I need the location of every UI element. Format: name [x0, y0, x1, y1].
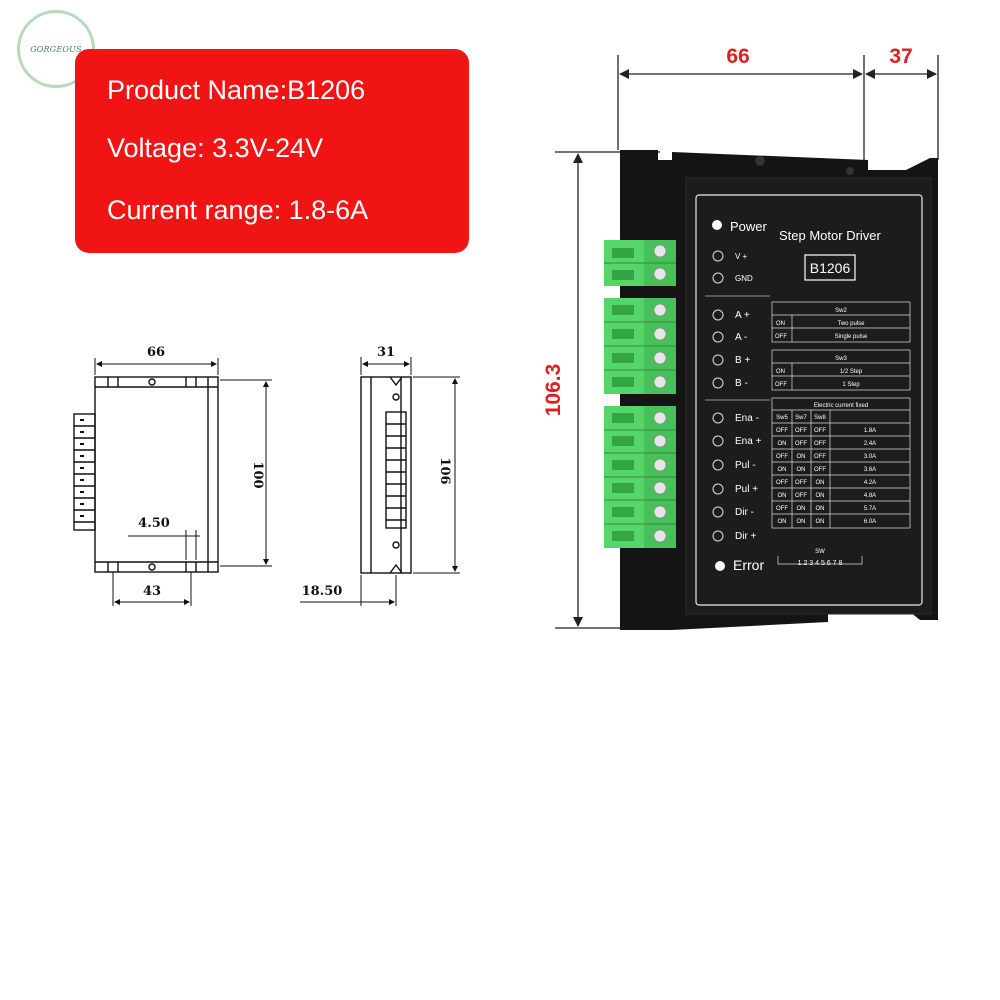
- terminal-labels: V + GND A + A - B + B - Ena - Ena + Pul …: [705, 250, 770, 542]
- current-cell: ON: [797, 467, 806, 473]
- current-cell: OFF: [814, 428, 826, 434]
- current-cell: ON: [778, 467, 787, 473]
- current-cell: OFF: [795, 441, 807, 447]
- current-cell: OFF: [814, 441, 826, 447]
- voltage-spec: Voltage: 3.3V-24V: [107, 133, 324, 163]
- device-title: Step Motor Driver: [779, 228, 882, 243]
- dim-device-width: 66: [726, 45, 749, 68]
- current-cell: 2.4A: [864, 441, 876, 447]
- switch-table-sw3: [771, 349, 911, 391]
- current-cell: OFF: [776, 480, 788, 486]
- terminal-block-signal: [604, 406, 676, 548]
- terminal-label: Dir -: [735, 507, 754, 518]
- switch-table-sw2: [771, 301, 911, 343]
- sw3-cell: 1 Step: [842, 382, 860, 388]
- dim-front-width: 66: [147, 345, 165, 360]
- current-cell: ON: [816, 519, 825, 525]
- error-led-icon: [715, 561, 725, 571]
- current-col-header: Sw7: [795, 415, 807, 421]
- front-view-drawing: [73, 358, 272, 606]
- sw2-header: Sw2: [835, 308, 847, 314]
- terminal-label: A +: [735, 310, 750, 321]
- current-cell: OFF: [776, 428, 788, 434]
- sw3-header: Sw3: [835, 356, 847, 362]
- current-cell: 4.2A: [864, 480, 876, 486]
- terminal-label: Dir +: [735, 531, 757, 542]
- current-col-header: Sw8: [814, 415, 826, 421]
- dip-switch: [777, 556, 863, 565]
- current-cell: ON: [816, 493, 825, 499]
- current-cell: ON: [778, 493, 787, 499]
- current-cell: ON: [797, 454, 806, 460]
- dim-hole-spacing: 43: [143, 584, 161, 599]
- terminal-label: Ena +: [735, 436, 762, 447]
- terminal-label: Pul -: [735, 460, 756, 471]
- sw3-cell: ON: [776, 369, 785, 375]
- dim-hole-offset: 4.50: [138, 516, 170, 531]
- sw3-cell: 1/2 Step: [840, 369, 863, 375]
- brand-logo-text: GORGEOUS: [30, 44, 82, 54]
- current-header: Electric current fixed: [814, 403, 868, 409]
- power-label: Power: [730, 219, 768, 234]
- model-box: [804, 254, 856, 281]
- current-cell: OFF: [776, 506, 788, 512]
- terminal-label: GND: [735, 274, 753, 283]
- terminal-label: V +: [735, 252, 748, 261]
- product-name: Product Name:B1206: [107, 75, 366, 105]
- product-info-box: Product Name:B1206 Voltage: 3.3V-24V Cur…: [75, 49, 469, 253]
- current-cell: OFF: [795, 480, 807, 486]
- sw2-cell: ON: [776, 321, 785, 327]
- terminal-label: Pul +: [735, 484, 758, 495]
- current-cell: OFF: [795, 493, 807, 499]
- current-cell: ON: [816, 506, 825, 512]
- dim-side-height: 106: [437, 457, 452, 484]
- sw3-cell: OFF: [775, 382, 787, 388]
- current-cell: ON: [778, 441, 787, 447]
- current-table-rows: OFF OFF OFF 1.8A ON OFF OFF 2.4A OFF ON OFF 3.0A ON O…: [776, 428, 876, 525]
- terminal-label: Ena -: [735, 413, 759, 424]
- dim-side-offset: 18.50: [302, 584, 343, 599]
- switch-table-current: [771, 397, 911, 529]
- terminal-label: B -: [735, 378, 748, 389]
- power-led-icon: [712, 220, 722, 230]
- terminal-block-power: [604, 240, 676, 286]
- dip-switch-numbers: 1 2 3 4 5 6 7 8: [798, 560, 843, 567]
- current-cell: OFF: [814, 467, 826, 473]
- dim-device-height: 106.3: [542, 364, 565, 417]
- current-cell: 1.8A: [864, 428, 876, 434]
- dim-front-height: 100: [250, 461, 265, 488]
- current-cell: 3.6A: [864, 467, 876, 473]
- current-cell: ON: [797, 506, 806, 512]
- current-range-spec: Current range: 1.8-6A: [107, 195, 369, 225]
- current-cell: 4.8A: [864, 493, 876, 499]
- dim-side-width: 31: [377, 345, 395, 360]
- side-view-drawing: [300, 357, 460, 606]
- model-label: B1206: [810, 260, 851, 276]
- green-terminal-blocks: [604, 240, 676, 548]
- sw2-cell: OFF: [775, 334, 787, 340]
- current-cell: 6.0A: [864, 519, 876, 525]
- current-cell: ON: [816, 480, 825, 486]
- sw2-cell: Two pulse: [837, 321, 865, 327]
- current-cell: OFF: [795, 428, 807, 434]
- dip-switch-label: SW: [815, 549, 825, 555]
- current-col-header: Sw5: [776, 415, 788, 421]
- error-label: Error: [733, 557, 764, 573]
- current-cell: 5.7A: [864, 506, 876, 512]
- dim-device-depth: 37: [889, 45, 912, 68]
- sw2-cell: Single pulse: [835, 334, 868, 340]
- current-cell: OFF: [776, 454, 788, 460]
- current-cell: 3.0A: [864, 454, 876, 460]
- terminal-label: B +: [735, 355, 750, 366]
- current-cell: OFF: [814, 454, 826, 460]
- terminal-label: A -: [735, 332, 747, 343]
- current-cell: ON: [797, 519, 806, 525]
- current-cell: ON: [778, 519, 787, 525]
